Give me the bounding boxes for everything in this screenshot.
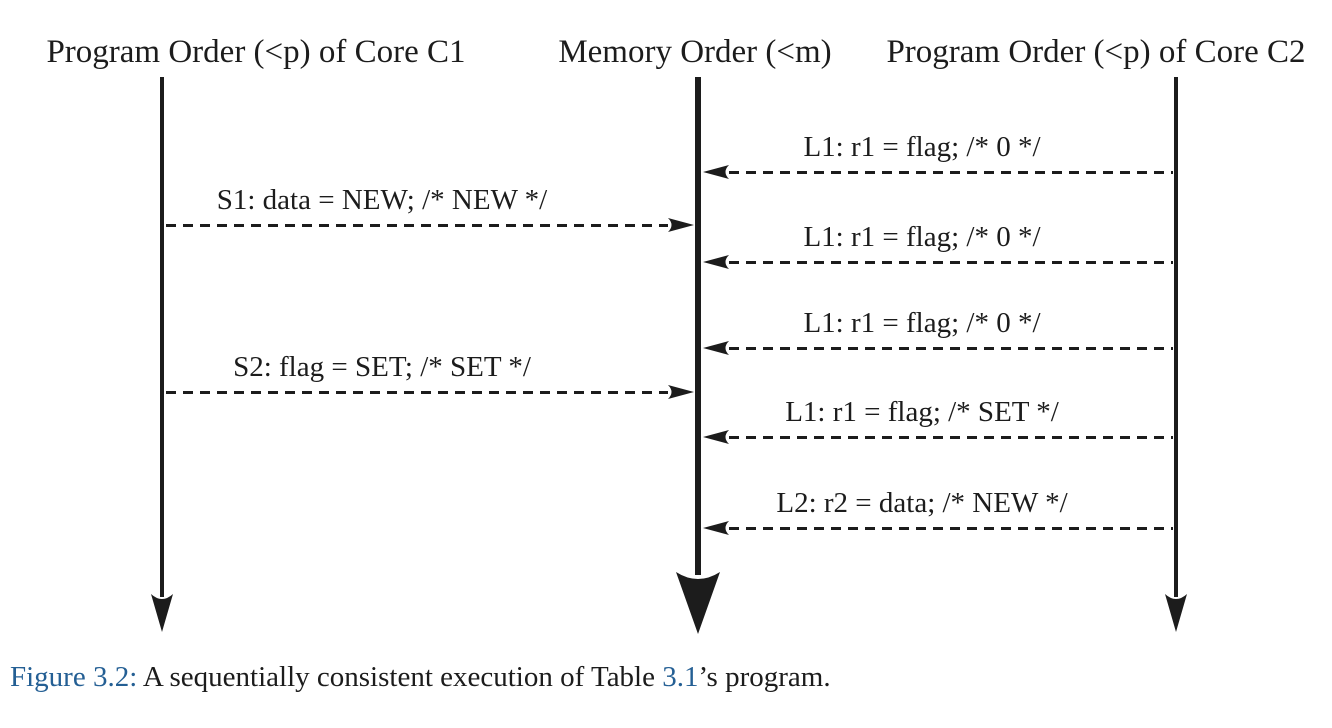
- dashed-line: [166, 223, 668, 227]
- dashed-arrow-right: [166, 384, 694, 400]
- dashed-arrow-left: [703, 429, 1173, 445]
- event-label-load-l1-0: L1: r1 = flag; /* 0 */: [803, 307, 1041, 339]
- dashed-line: [729, 435, 1173, 439]
- event-label-load-l2-new: L2: r2 = data; /* NEW */: [776, 487, 1068, 519]
- left-arrowhead-icon: [703, 255, 729, 269]
- caption-text: A sequentially consistent execution of T…: [137, 661, 663, 693]
- event-label-load-l1-0: L1: r1 = flag; /* 0 */: [803, 221, 1041, 253]
- dashed-arrow-left: [703, 254, 1173, 270]
- dashed-arrow-left: [703, 340, 1173, 356]
- timeline-core-c2: [1174, 77, 1178, 597]
- right-arrowhead-icon: [668, 385, 694, 399]
- event-label-store-s2: S2: flag = SET; /* SET */: [233, 351, 531, 383]
- dashed-line: [729, 346, 1173, 350]
- dashed-line: [166, 390, 668, 394]
- left-arrowhead-icon: [703, 341, 729, 355]
- figure-reference: Figure 3.2:: [10, 661, 138, 693]
- figure-caption: Figure 3.2: A sequentially consistent ex…: [10, 655, 1310, 699]
- lane-header-memory-order: Memory Order (<m): [558, 34, 832, 70]
- event-label-load-l1-set: L1: r1 = flag; /* SET */: [785, 396, 1059, 428]
- down-arrowhead-icon: [676, 572, 720, 634]
- dashed-line: [729, 260, 1173, 264]
- lane-header-core-c1: Program Order (<p) of Core C1: [46, 34, 466, 70]
- dashed-line: [729, 170, 1173, 174]
- right-arrowhead-icon: [668, 218, 694, 232]
- lane-header-core-c2: Program Order (<p) of Core C2: [886, 34, 1306, 70]
- left-arrowhead-icon: [703, 521, 729, 535]
- dashed-arrow-left: [703, 520, 1173, 536]
- event-label-store-s1: S1: data = NEW; /* NEW */: [216, 184, 548, 216]
- down-arrowhead-icon: [1165, 594, 1187, 632]
- dashed-line: [729, 526, 1173, 530]
- caption-text: ’s program.: [698, 661, 831, 693]
- down-arrowhead-icon: [151, 594, 173, 632]
- left-arrowhead-icon: [703, 430, 729, 444]
- dashed-arrow-left: [703, 164, 1173, 180]
- dashed-arrow-right: [166, 217, 694, 233]
- table-reference-link[interactable]: 3.1: [662, 661, 699, 693]
- timeline-core-c1: [160, 77, 164, 597]
- timeline-memory-order: [695, 77, 701, 575]
- left-arrowhead-icon: [703, 165, 729, 179]
- event-label-load-l1-0: L1: r1 = flag; /* 0 */: [803, 131, 1041, 163]
